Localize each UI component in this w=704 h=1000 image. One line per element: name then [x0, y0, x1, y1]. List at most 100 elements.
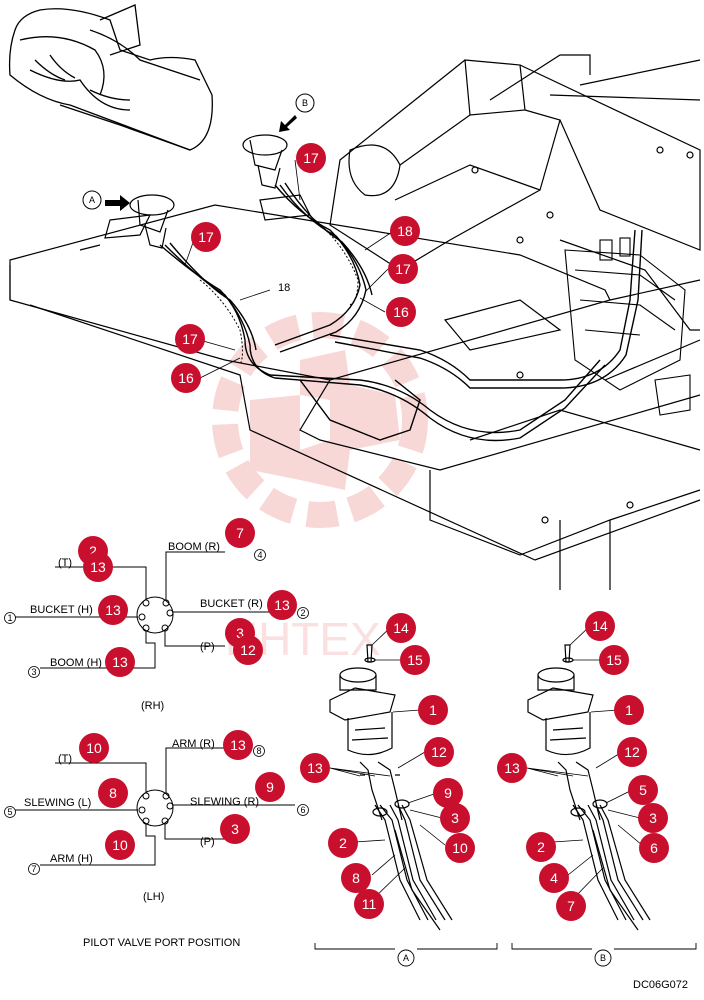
callout-number: 13: [307, 760, 323, 776]
lh-port-diagram: [15, 747, 295, 866]
callout-number: 8: [352, 870, 360, 886]
callout-number: 15: [606, 652, 622, 668]
svg-text:A: A: [89, 195, 95, 205]
svg-text:B: B: [600, 953, 606, 963]
callout-number: 6: [650, 840, 658, 856]
callout-badge-12b: 12: [617, 737, 647, 767]
watermark-logo: ИНТЕХ: [212, 312, 428, 665]
hose-label-18: 18: [278, 282, 290, 294]
callout-number: 9: [444, 785, 452, 801]
callout-badge-1b: 1: [614, 695, 644, 725]
callout-number: 17: [395, 261, 411, 277]
callout-number: 2: [537, 839, 545, 855]
svg-text:7: 7: [31, 864, 36, 874]
callout-number: 3: [231, 821, 239, 837]
rh-port-boom-r: BOOM (R): [168, 541, 220, 553]
callout-badge-17c: 17: [388, 254, 418, 284]
callout-badge-12a: 12: [424, 737, 454, 767]
callout-number: 13: [90, 559, 106, 575]
rh-port-bucket-h: BUCKET (H): [30, 604, 93, 616]
callout-badge-3a: 3: [440, 803, 470, 833]
callout-badge-10lh_b: 10: [105, 830, 135, 860]
rh-port-number-marks: 1 2 3 4: [4, 549, 309, 678]
callout-badge-2a: 2: [328, 828, 358, 858]
lh-port-slewing-l: SLEWING (L): [24, 797, 91, 809]
callout-number: 16: [178, 370, 194, 386]
callout-badge-14a: 14: [386, 613, 416, 643]
svg-text:3: 3: [31, 667, 36, 677]
svg-text:4: 4: [257, 550, 262, 560]
callout-badge-16a: 16: [386, 297, 416, 327]
callout-badge-3b: 3: [638, 803, 668, 833]
lh-diagram-title: (LH): [143, 891, 164, 903]
callout-badge-17d: 17: [175, 324, 205, 354]
callout-badge-13rh_t: 13: [83, 552, 113, 582]
callout-badge-13rh_bm: 13: [105, 647, 135, 677]
leader-lines-main: [184, 159, 393, 379]
callout-number: 10: [112, 837, 128, 853]
lh-port-slewing-r: SLEWING (R): [190, 796, 259, 808]
group-label-b: B: [594, 949, 612, 967]
view-arrow-a: A: [82, 190, 130, 211]
view-arrow-b: B: [279, 93, 315, 132]
callout-badge-13lh_arm: 13: [223, 730, 253, 760]
callout-badge-17b: 17: [191, 222, 221, 252]
callout-number: 3: [451, 810, 459, 826]
callout-badge-8lh: 8: [98, 778, 128, 808]
callout-badge-7b: 7: [556, 891, 586, 921]
callout-number: 17: [182, 331, 198, 347]
hose-bundles-main: [159, 182, 643, 442]
callout-number: 5: [639, 782, 647, 798]
callout-number: 1: [429, 702, 437, 718]
callout-badge-17a: 17: [296, 143, 326, 173]
callout-badge-10a: 10: [445, 833, 475, 863]
svg-text:B: B: [302, 98, 308, 108]
callout-badge-5b: 5: [628, 775, 658, 805]
svg-text:8: 8: [256, 746, 261, 756]
callout-number: 17: [198, 229, 214, 245]
view-a-assembly: [329, 644, 453, 931]
callout-number: 10: [452, 840, 468, 856]
svg-text:1: 1: [7, 613, 12, 623]
callout-badge-18a: 18: [390, 216, 420, 246]
callout-badge-15b: 15: [599, 645, 629, 675]
callout-number: 13: [112, 654, 128, 670]
callout-badge-4b: 4: [539, 863, 569, 893]
group-label-a: A: [397, 949, 415, 967]
rh-port-boom-h: BOOM (H): [50, 657, 102, 669]
port-position-caption: PILOT VALVE PORT POSITION: [83, 937, 240, 949]
svg-text:6: 6: [300, 805, 305, 815]
callout-number: 16: [393, 304, 409, 320]
callout-number: 13: [105, 602, 121, 618]
rh-diagram-title: (RH): [141, 700, 164, 712]
svg-text:A: A: [403, 953, 409, 963]
callout-number: 3: [649, 810, 657, 826]
callout-number: 10: [86, 740, 102, 756]
svg-text:5: 5: [7, 807, 12, 817]
callout-number: 2: [89, 543, 97, 559]
callout-badge-13rh_b: 13: [98, 595, 128, 625]
hose-protector-sleeves: [199, 219, 359, 366]
lh-port-p: (P): [200, 836, 215, 848]
rh-port-bucket-r: BUCKET (R): [200, 598, 263, 610]
callout-number: 8: [109, 785, 117, 801]
callout-number: 14: [393, 620, 409, 636]
view-group-brackets: [314, 943, 697, 950]
callout-badge-1a: 1: [418, 695, 448, 725]
callout-badge-15a: 15: [400, 645, 430, 675]
callout-badge-7rh: 7: [225, 518, 255, 548]
callout-number: 12: [624, 744, 640, 760]
cab-inset-drawing: [8, 4, 213, 151]
lh-port-number-marks: 5 6 7 8: [4, 745, 309, 875]
rh-port-p: (P): [200, 641, 215, 653]
callout-badge-8a: 8: [341, 863, 371, 893]
callout-number: 11: [362, 896, 377, 912]
callout-badge-12rh: 12: [233, 635, 263, 665]
svg-text:2: 2: [300, 608, 305, 618]
callout-number: 1: [625, 702, 633, 718]
view-b-assembly: [527, 644, 651, 931]
callout-badge-3lh: 3: [220, 814, 250, 844]
lh-port-arm-h: ARM (H): [50, 853, 93, 865]
